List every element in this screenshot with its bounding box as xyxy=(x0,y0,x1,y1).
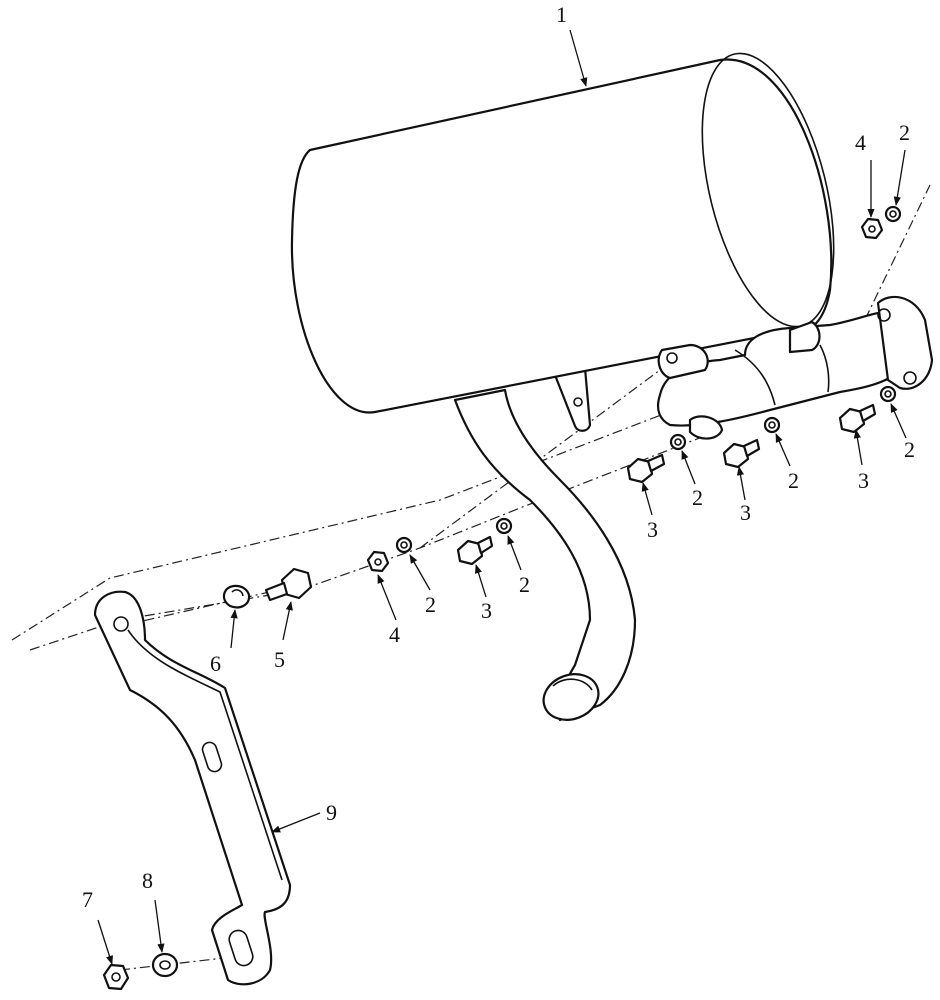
callout-leaders xyxy=(97,29,907,965)
bolt-3d xyxy=(838,403,877,434)
washer-2b xyxy=(495,517,513,535)
exhaust-manifold xyxy=(656,295,934,440)
washer-6 xyxy=(222,584,251,609)
callout-label: 2 xyxy=(692,485,703,510)
callout-label: 2 xyxy=(788,468,799,493)
washer-2a xyxy=(395,536,413,554)
washers xyxy=(151,205,902,978)
washer-2d xyxy=(763,416,781,434)
callout-label: 3 xyxy=(858,468,869,493)
bolt-3c xyxy=(722,438,761,469)
callout-label: 2 xyxy=(519,572,530,597)
muffler-bracket-tab xyxy=(553,366,592,432)
hex-bolts xyxy=(264,403,877,602)
callout-label: 3 xyxy=(481,598,492,623)
callout-label: 3 xyxy=(740,500,751,525)
callout-label: 9 xyxy=(326,800,337,825)
washer-2f xyxy=(884,205,902,223)
bolt-5 xyxy=(264,567,313,602)
washer-2c xyxy=(669,433,687,451)
callout-label: 1 xyxy=(556,2,567,27)
callout-label: 2 xyxy=(899,120,910,145)
callout-label: 6 xyxy=(210,651,221,676)
callout-label: 8 xyxy=(142,868,153,893)
nut-4b xyxy=(860,217,884,240)
callout-label: 4 xyxy=(855,130,866,155)
callout-label: 5 xyxy=(274,647,285,672)
bolt-3b xyxy=(626,453,666,484)
bolt-3a xyxy=(456,535,494,566)
callout-label: 2 xyxy=(425,592,436,617)
washer-8 xyxy=(151,952,179,978)
exhaust-pipe xyxy=(453,388,637,722)
callout-label: 4 xyxy=(389,622,400,647)
callout-label: 7 xyxy=(82,887,93,912)
callout-label: 2 xyxy=(904,437,915,462)
callout-label: 3 xyxy=(647,517,658,542)
callout-labels: 1 2 2 2 2 2 2 3 3 3 3 4 4 5 6 7 8 9 xyxy=(82,2,915,912)
nut-4a xyxy=(366,550,390,573)
support-bracket xyxy=(93,590,292,986)
washer-2e xyxy=(879,385,897,403)
nuts xyxy=(102,217,884,991)
nut-7 xyxy=(102,963,130,991)
